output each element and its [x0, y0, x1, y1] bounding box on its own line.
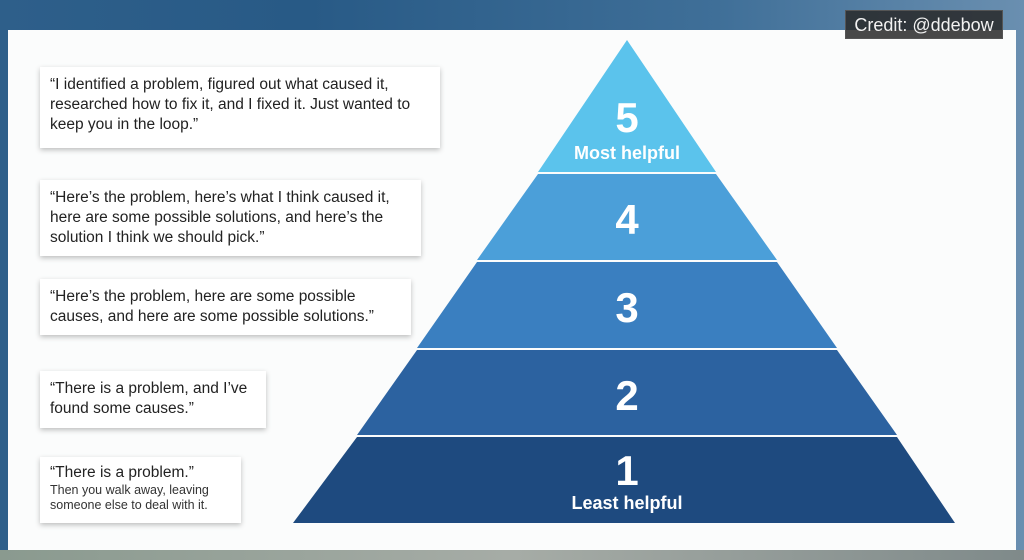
level-number-5: 5	[615, 94, 638, 141]
pyramid-level-3	[417, 262, 837, 348]
level-number-1: 1	[615, 447, 638, 494]
credit-label: Credit: @ddebow	[845, 10, 1003, 39]
level-number-4: 4	[615, 196, 639, 243]
quote-text: “I identified a problem, figured out wha…	[50, 76, 411, 133]
level-label-5: Most helpful	[574, 143, 680, 163]
quote-level-4: “Here’s the problem, here’s what I think…	[40, 180, 421, 256]
level-label-1: Least helpful	[571, 493, 682, 513]
level-number-2: 2	[615, 372, 638, 419]
quote-subtext: Then you walk away, leaving someone else…	[50, 483, 209, 512]
pyramid-level-2	[357, 350, 897, 435]
quote-level-1: “There is a problem.” Then you walk away,…	[40, 457, 241, 523]
quote-level-2: “There is a problem, and I’ve found some…	[40, 371, 266, 428]
quote-text: “There is a problem, and I’ve found some…	[50, 380, 248, 417]
pyramid-level-1	[293, 437, 955, 523]
quote-text: “Here’s the problem, here’s what I think…	[50, 189, 390, 246]
quote-text: “There is a problem.”	[50, 464, 194, 481]
quote-level-5: “I identified a problem, figured out wha…	[40, 67, 440, 148]
background-strip	[0, 550, 1024, 560]
quote-text: “Here’s the problem, here are some possi…	[50, 288, 374, 325]
level-number-3: 3	[615, 284, 638, 331]
pyramid-level-4	[477, 174, 777, 260]
quote-level-3: “Here’s the problem, here are some possi…	[40, 279, 411, 335]
pyramid-level-5	[538, 40, 716, 172]
